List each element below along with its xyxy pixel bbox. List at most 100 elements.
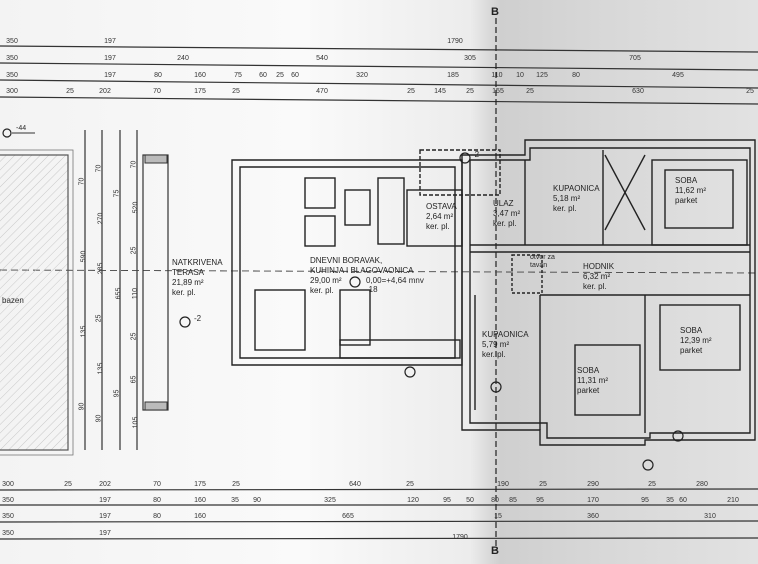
dimension-bottom: 197 xyxy=(99,497,111,504)
room-floor: ker. pl. xyxy=(310,286,334,295)
dim-line xyxy=(0,520,758,523)
room-area: 21,89 m² xyxy=(172,278,204,287)
dimension-bottom: 190 xyxy=(497,481,509,488)
dimension-top: 320 xyxy=(356,72,368,79)
dimension-bottom: 95 xyxy=(536,497,544,504)
room-name: DNEVNI BORAVAK, xyxy=(310,256,383,265)
dim-line xyxy=(0,537,758,540)
dimension-top: 540 xyxy=(316,55,328,62)
dimension-left: 95 xyxy=(113,389,121,398)
level-reference: 0,00=+4,64 mnv xyxy=(366,276,424,285)
room-area: 5,79 m² xyxy=(482,340,510,349)
pool-label: bazen xyxy=(2,296,24,305)
dimension-left: 270 xyxy=(97,212,105,225)
room-floor: parket xyxy=(577,386,600,395)
dimension-top: 350 xyxy=(6,72,18,79)
section-marker-bottom: B xyxy=(491,545,499,557)
room-area: 2,64 m² xyxy=(426,212,454,221)
dimension-left: 90 xyxy=(78,402,86,410)
dimension-bottom: 310 xyxy=(704,513,716,520)
dimension-top: 197 xyxy=(104,38,116,45)
pool xyxy=(0,154,69,451)
dimension-top: 25 xyxy=(746,88,754,95)
dimension-top: 80 xyxy=(154,72,162,79)
attic-opening-line1: otvor za xyxy=(530,254,555,261)
dimension-bottom: 25 xyxy=(232,481,240,488)
section-marker-top: B xyxy=(491,6,499,18)
dimension-bottom: 350 xyxy=(2,530,14,537)
dimension-left: 135 xyxy=(80,325,88,337)
room-area: 3,47 m² xyxy=(493,209,521,218)
dim-line xyxy=(0,488,758,491)
dim-line xyxy=(0,96,758,105)
room-area: 29,00 m² xyxy=(310,276,342,285)
dimension-left: 90 xyxy=(95,414,103,423)
room-name: TERASA xyxy=(172,268,205,277)
dimension-bottom: 90 xyxy=(253,497,261,504)
dimension-bottom: 70 xyxy=(153,481,161,488)
dimension-top: 175 xyxy=(194,88,206,95)
dimension-left: 70 xyxy=(95,164,103,173)
room-area: 12,39 m² xyxy=(680,336,712,345)
dimension-bottom: 50 xyxy=(466,497,474,504)
room-area: 11,62 m² xyxy=(675,186,706,195)
dimension-top: 305 xyxy=(464,55,476,62)
dim-line xyxy=(0,79,758,89)
dimension-bottom: 210 xyxy=(727,497,739,504)
dimension-left: 65 xyxy=(130,375,138,384)
dimension-top: 705 xyxy=(629,55,641,62)
dimension-top: 60 xyxy=(259,72,267,79)
dimension-top: 25 xyxy=(66,88,74,95)
dimension-top: 350 xyxy=(6,38,18,45)
dim-line xyxy=(0,62,758,71)
room-area: 6,32 m² xyxy=(583,272,611,281)
dimension-bottom: 80 xyxy=(491,497,499,504)
dimension-left: 655 xyxy=(115,287,123,300)
dimension-bottom: 360 xyxy=(587,513,599,520)
dimension-left: 25 xyxy=(130,246,138,255)
room-name: KUPAONICA xyxy=(553,184,600,193)
dimension-bottom: 170 xyxy=(587,497,599,504)
dimension-left: 70 xyxy=(130,161,138,169)
room-floor: ker. pl. xyxy=(583,282,607,291)
dimension-bottom: 350 xyxy=(2,497,14,504)
dimension-bottom: 25 xyxy=(64,481,72,488)
dimension-top: 10 xyxy=(516,72,524,79)
dimension-top: 202 xyxy=(99,88,111,95)
dimension-top: 240 xyxy=(177,55,189,62)
room-name: SOBA xyxy=(680,326,703,335)
room-name: NATKRIVENA xyxy=(172,258,223,267)
dimension-top: 145 xyxy=(434,88,446,95)
dimension-bottom: 85 xyxy=(509,497,517,504)
dimension-bottom: 197 xyxy=(99,513,111,520)
dimension-bottom: 202 xyxy=(99,481,111,488)
dimension-top: 185 xyxy=(447,72,459,79)
dimension-top: 197 xyxy=(104,72,116,79)
dimension-top: 495 xyxy=(672,72,684,79)
room-floor: parket xyxy=(680,346,703,355)
dimension-top: 25 xyxy=(407,88,415,95)
room-floor: ker. pl. xyxy=(172,288,196,297)
room-floor: parket xyxy=(675,196,698,205)
dimension-top: 630 xyxy=(632,88,644,95)
dimension-top: 25 xyxy=(526,88,534,95)
dimension-left: 590 xyxy=(80,250,88,262)
dimension-top: 80 xyxy=(572,72,580,79)
dimension-bottom: 280 xyxy=(696,481,708,488)
dimension-top: 350 xyxy=(6,55,18,62)
dimension-bottom: 95 xyxy=(641,497,649,504)
dimension-top: 1790 xyxy=(447,38,463,45)
dimension-bottom: 60 xyxy=(679,497,687,504)
room-name: HODNIK xyxy=(583,262,615,271)
attic-opening-line2: tavan xyxy=(530,262,548,269)
room-name: KUPAONICA xyxy=(482,330,529,339)
dimension-bottom: 95 xyxy=(443,497,451,504)
dimension-left: 110 xyxy=(132,287,140,300)
dimension-top: 70 xyxy=(153,88,161,95)
